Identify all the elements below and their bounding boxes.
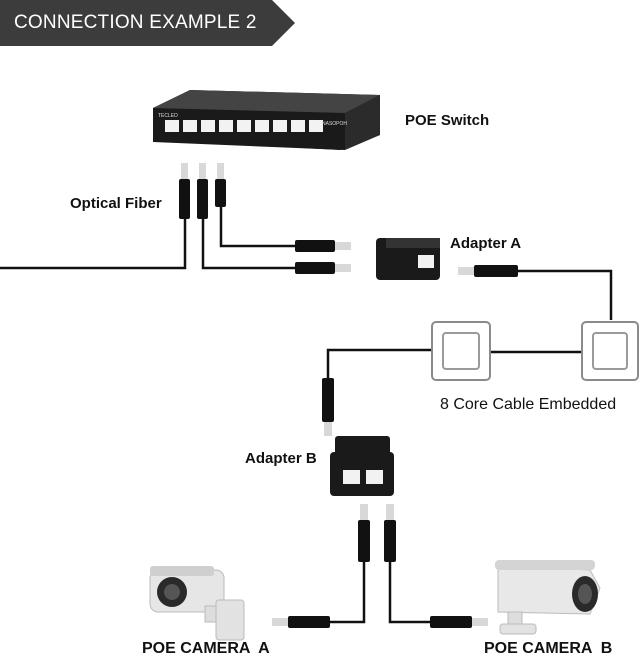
- optical-fiber-label: Optical Fiber: [70, 195, 162, 212]
- cable-to-adapter-b: [326, 348, 434, 378]
- cable-adapter-a-out: [518, 269, 613, 320]
- banner-shape: [0, 0, 295, 46]
- adapter-b-output-connectors: [358, 504, 396, 562]
- cable-fiber-3: [219, 205, 295, 248]
- header-banner: CONNECTION EXAMPLE 2: [0, 0, 300, 46]
- poe-switch-label: POE Switch: [405, 112, 490, 129]
- switch-brand-right: NASOPOH: [322, 121, 347, 127]
- adapter-b-label: Adapter B: [245, 450, 317, 467]
- fiber-connectors: [179, 163, 226, 219]
- page-title: CONNECTION EXAMPLE 2: [14, 12, 257, 33]
- wall-box-left: [431, 321, 491, 381]
- poe-switch: TECLED NASOPOH: [153, 90, 380, 150]
- fiber-connector-1: [179, 163, 190, 219]
- fiber-connector-3: [215, 163, 226, 207]
- camera-b: [495, 560, 601, 635]
- camera-connectors: [272, 616, 488, 628]
- adapter-a: [376, 238, 440, 280]
- switch-ports: [165, 120, 323, 132]
- adapter-a-label: Adapter A: [450, 235, 522, 252]
- cable-label: 8 Core Cable Embedded: [440, 396, 617, 413]
- cable-left: [0, 218, 187, 270]
- fiber-connector-2: [197, 163, 208, 219]
- camera-a-label: POE CAMERA A: [142, 640, 270, 657]
- cable-camera-a: [330, 560, 366, 624]
- wall-box-right: [581, 321, 639, 381]
- cable-camera-b: [388, 560, 430, 624]
- camera-b-label: POE CAMERA B: [484, 640, 613, 657]
- switch-brand-left: TECLED: [158, 113, 178, 119]
- cables: [0, 205, 613, 624]
- camera-a: [149, 566, 245, 641]
- adapter-a-output-connector: [458, 265, 518, 277]
- adapter-a-input-connectors: [295, 240, 351, 274]
- adapter-b: [330, 436, 394, 496]
- adapter-b-input-connector: [322, 378, 334, 436]
- cable-fiber-2: [201, 218, 295, 270]
